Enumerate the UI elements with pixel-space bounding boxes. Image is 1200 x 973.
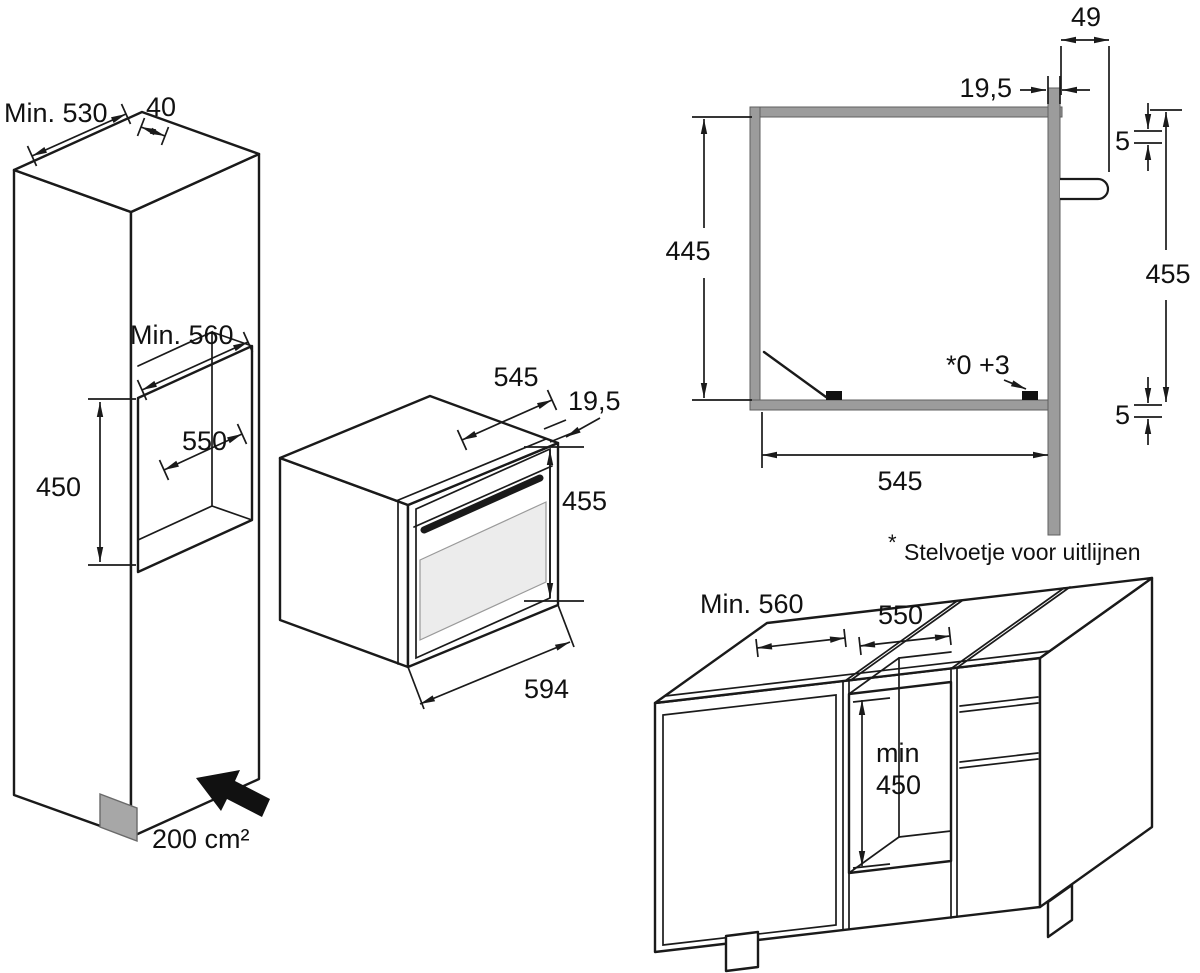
dim-handle-projection: 49 xyxy=(1060,2,1110,172)
oven-figure: 545 19,5 455 594 xyxy=(278,362,621,710)
dim-label-450: 450 xyxy=(36,472,81,502)
dim-base-niche-height: min 450 xyxy=(852,697,921,869)
door-handle-shape xyxy=(1060,177,1110,201)
dim-label-min-560-base: Min. 560 xyxy=(700,589,804,619)
airflow-arrow-icon xyxy=(196,770,270,817)
left-door-panel xyxy=(662,694,837,946)
dim-label-40: 40 xyxy=(146,92,176,122)
dim-oven-height: 455 xyxy=(524,446,607,602)
dim-label-545-section: 545 xyxy=(877,466,922,496)
plinth-panel xyxy=(99,792,138,843)
dim-base-niche-width: Min. 560 xyxy=(700,589,847,658)
section-front-panel xyxy=(1047,87,1061,536)
dim-label-445: 445 xyxy=(665,236,710,266)
dim-label-455-section: 455 xyxy=(1145,259,1190,289)
dim-label-19-5-oven: 19,5 xyxy=(568,386,621,416)
footnote-star: * xyxy=(888,530,897,555)
dim-label-455-oven: 455 xyxy=(562,486,607,516)
dim-label-min: min xyxy=(876,738,920,768)
dim-label-450-base: 450 xyxy=(876,770,921,800)
dim-niche-inner-width: 550 xyxy=(158,423,248,481)
dim-label-0-plus-3: *0 +3 xyxy=(946,350,1010,380)
adjustable-foot-shape xyxy=(826,391,842,400)
tall-cabinet-figure: Min. 530 40 Min. 560 550 450 200 cm² xyxy=(4,92,270,854)
dim-niche-height: 450 xyxy=(36,398,136,566)
dim-oven-front-lip: 19,5 xyxy=(543,386,621,443)
dim-foot-adjustment: *0 +3 xyxy=(946,350,1027,390)
dim-label-545: 545 xyxy=(493,362,538,392)
dim-inner-height: 445 xyxy=(665,116,752,401)
dim-top-gap: 40 xyxy=(136,92,176,146)
dim-oven-width: 594 xyxy=(407,604,575,710)
tall-cabinet-drawing xyxy=(12,110,270,843)
dim-label-5-top: 5 xyxy=(1115,126,1130,156)
dim-oven-depth: 545 xyxy=(456,362,558,451)
dim-base-niche-inner-width: 550 xyxy=(858,600,952,656)
dim-label-550-base: 550 xyxy=(878,600,923,630)
vent-area-label: 200 cm² xyxy=(152,824,250,854)
dim-bottom-clearance: 5 xyxy=(1115,377,1162,445)
dim-label-min-560: Min. 560 xyxy=(130,320,234,350)
dim-cabinet-depth: Min. 530 xyxy=(4,98,132,167)
dim-label-5-bottom: 5 xyxy=(1115,400,1130,430)
adjustable-foot-shape xyxy=(1022,391,1038,400)
section-figure: 49 19,5 5 445 455 xyxy=(665,2,1190,565)
dim-section-depth: 545 xyxy=(761,412,1048,496)
section-bottom-wall xyxy=(749,399,1051,411)
oven-door-glass xyxy=(419,501,547,641)
section-back-wall xyxy=(749,106,761,411)
cabinet-foot xyxy=(1046,883,1074,939)
section-top-wall xyxy=(749,106,1063,118)
dim-label-550: 550 xyxy=(182,426,227,456)
footnote: * Stelvoetje voor uitlijnen xyxy=(888,530,1141,565)
oven-door-handle xyxy=(420,474,544,534)
dim-label-49: 49 xyxy=(1071,2,1101,32)
dim-front-overlap: 19,5 xyxy=(959,73,1090,104)
dim-top-clearance: 5 xyxy=(1115,103,1162,171)
cabinet-foot xyxy=(724,930,760,973)
dim-front-height: 455 xyxy=(1145,109,1191,402)
dim-label-594: 594 xyxy=(524,674,569,704)
section-drawing xyxy=(749,87,1110,536)
oven-drawing xyxy=(278,394,560,669)
footnote-text: Stelvoetje voor uitlijnen xyxy=(904,539,1141,565)
dim-label-19-5-section: 19,5 xyxy=(959,73,1012,103)
dim-label-min-530: Min. 530 xyxy=(4,98,108,128)
dim-niche-width: Min. 560 xyxy=(130,320,254,401)
base-cabinet-figure: Min. 560 550 min 450 xyxy=(653,576,1154,973)
